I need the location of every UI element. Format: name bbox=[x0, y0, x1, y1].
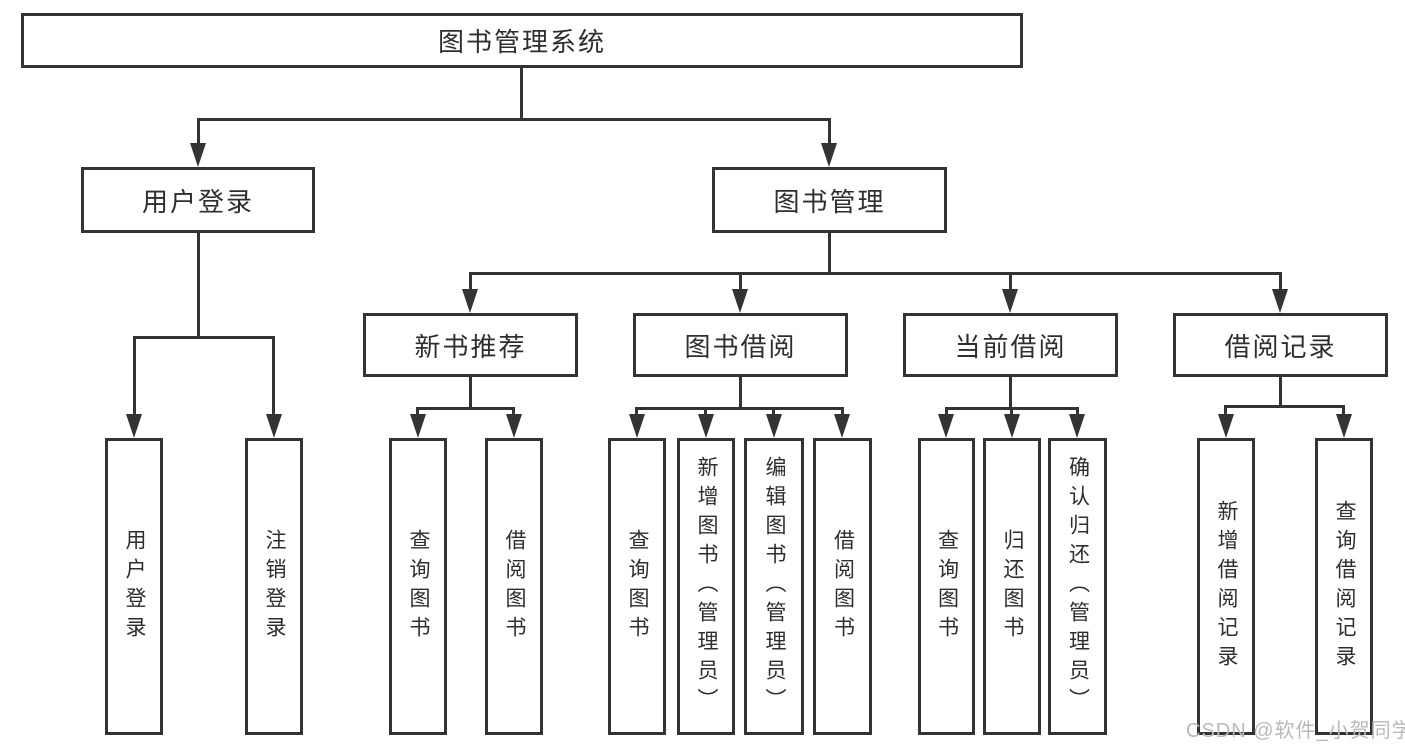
connector-drop-rec-query bbox=[416, 407, 419, 417]
connector-drop-cb-return bbox=[1010, 407, 1013, 417]
connector-drop-book-mgmt bbox=[828, 118, 831, 146]
connector-drop-cb-confirm bbox=[1076, 407, 1079, 417]
leaf-bb-borrow-book-label: 借阅图书 bbox=[831, 528, 855, 645]
arrow-to-bb-query bbox=[629, 414, 645, 438]
arrow-to-br-query bbox=[1336, 414, 1352, 438]
arrow-to-rec-query bbox=[410, 414, 426, 438]
node-book-borrow-label: 图书借阅 bbox=[684, 331, 797, 362]
node-new-book-rec-label: 新书推荐 bbox=[414, 331, 527, 362]
node-borrow-records: 借阅记录 bbox=[1173, 313, 1388, 377]
connector-user-login-stem bbox=[197, 233, 200, 336]
connector-drop-leaf-logout bbox=[272, 336, 275, 416]
leaf-bb-borrow-book: 借阅图书 bbox=[813, 438, 872, 735]
arrow-to-rec-borrow bbox=[506, 414, 522, 438]
connector-root-stem bbox=[520, 68, 523, 118]
node-new-book-rec: 新书推荐 bbox=[363, 313, 578, 377]
arrow-to-cb-confirm bbox=[1069, 414, 1085, 438]
leaf-br-query-record: 查询借阅记录 bbox=[1315, 438, 1373, 735]
leaf-logout: 注销登录 bbox=[245, 438, 303, 735]
arrow-to-br-add bbox=[1218, 414, 1234, 438]
connector-drop-bb-edit bbox=[772, 407, 775, 417]
leaf-br-add-record: 新增借阅记录 bbox=[1197, 438, 1255, 735]
leaf-bb-query-book: 查询图书 bbox=[608, 438, 666, 735]
node-root-label: 图书管理系统 bbox=[437, 27, 606, 57]
leaf-bb-edit-book: 编辑图书（管理员） bbox=[744, 438, 804, 735]
connector-level1-bus bbox=[197, 118, 831, 121]
arrow-to-current-borrow bbox=[1002, 289, 1018, 313]
leaf-cb-confirm-return: 确认归还（管理员） bbox=[1048, 438, 1107, 735]
node-current-borrow-label: 当前借阅 bbox=[954, 331, 1067, 362]
arrow-to-book-borrow bbox=[732, 289, 748, 313]
leaf-bb-query-book-label: 查询图书 bbox=[626, 528, 650, 645]
connector-new-book-rec-stem bbox=[469, 377, 472, 407]
csdn-watermark: CSDN @软件_小贺同学 bbox=[1186, 720, 1405, 742]
arrow-to-bb-borrow bbox=[834, 414, 850, 438]
leaf-cb-return-book: 归还图书 bbox=[983, 438, 1041, 735]
leaf-rec-query-book: 查询图书 bbox=[389, 438, 447, 735]
arrow-to-leaf-logout bbox=[266, 414, 282, 438]
arrow-to-bb-add bbox=[698, 414, 714, 438]
connector-drop-new-book-rec bbox=[469, 272, 472, 292]
connector-drop-bb-query bbox=[635, 407, 638, 417]
leaf-br-add-record-label: 新增借阅记录 bbox=[1215, 499, 1239, 674]
arrow-to-borrow-records bbox=[1272, 289, 1288, 313]
leaf-logout-label: 注销登录 bbox=[263, 528, 287, 645]
connector-new-book-rec-bus bbox=[417, 407, 515, 410]
connector-drop-user-login bbox=[197, 118, 200, 146]
leaf-rec-borrow-book-label: 借阅图书 bbox=[503, 528, 527, 645]
connector-book-mgmt-stem bbox=[828, 233, 831, 272]
node-root: 图书管理系统 bbox=[21, 13, 1023, 68]
leaf-cb-confirm-return-label: 确认归还（管理员） bbox=[1066, 456, 1090, 717]
node-user-login-label: 用户登录 bbox=[141, 186, 254, 217]
connector-drop-bb-borrow bbox=[841, 407, 844, 417]
connector-drop-bb-add bbox=[704, 407, 707, 417]
arrow-to-cb-query bbox=[938, 414, 954, 438]
node-book-mgmt: 图书管理 bbox=[712, 167, 947, 233]
connector-borrow-records-stem bbox=[1279, 377, 1282, 405]
leaf-rec-borrow-book: 借阅图书 bbox=[485, 438, 543, 735]
node-book-borrow: 图书借阅 bbox=[633, 313, 848, 377]
connector-book-borrow-stem bbox=[739, 377, 742, 407]
connector-book-borrow-bus bbox=[635, 407, 843, 410]
connector-drop-book-borrow bbox=[739, 272, 742, 292]
connector-drop-borrow-records bbox=[1279, 272, 1282, 292]
leaf-user-login: 用户登录 bbox=[105, 438, 163, 735]
node-user-login: 用户登录 bbox=[81, 167, 315, 233]
node-current-borrow: 当前借阅 bbox=[903, 313, 1118, 377]
node-borrow-records-label: 借阅记录 bbox=[1224, 331, 1337, 362]
leaf-bb-add-book-label: 新增图书（管理员） bbox=[695, 456, 719, 717]
connector-user-login-bus bbox=[133, 336, 275, 339]
connector-drop-rec-borrow bbox=[512, 407, 515, 417]
leaf-rec-query-book-label: 查询图书 bbox=[407, 528, 431, 645]
node-book-mgmt-label: 图书管理 bbox=[773, 186, 886, 217]
arrow-to-new-book-rec bbox=[462, 289, 478, 313]
arrow-to-cb-return bbox=[1004, 414, 1020, 438]
leaf-cb-return-book-label: 归还图书 bbox=[1001, 528, 1025, 645]
leaf-bb-edit-book-label: 编辑图书（管理员） bbox=[763, 456, 787, 717]
leaf-bb-add-book: 新增图书（管理员） bbox=[677, 438, 735, 735]
connector-drop-cb-query bbox=[945, 407, 948, 417]
connector-level3-bus bbox=[469, 272, 1282, 275]
leaf-cb-query-book-label: 查询图书 bbox=[935, 528, 959, 645]
connector-drop-br-query bbox=[1342, 405, 1345, 417]
connector-drop-leaf-user-login bbox=[133, 336, 136, 416]
arrow-to-bb-edit bbox=[766, 414, 782, 438]
connector-borrow-records-bus bbox=[1224, 405, 1345, 408]
connector-current-borrow-stem bbox=[1009, 377, 1012, 407]
connector-drop-br-add bbox=[1224, 405, 1227, 417]
leaf-cb-query-book: 查询图书 bbox=[918, 438, 975, 735]
leaf-user-login-label: 用户登录 bbox=[123, 528, 147, 645]
arrow-to-user-login bbox=[190, 143, 206, 167]
leaf-br-query-record-label: 查询借阅记录 bbox=[1333, 499, 1357, 674]
arrow-to-leaf-user-login bbox=[126, 414, 142, 438]
connector-drop-current-borrow bbox=[1009, 272, 1012, 292]
arrow-to-book-mgmt bbox=[821, 143, 837, 167]
